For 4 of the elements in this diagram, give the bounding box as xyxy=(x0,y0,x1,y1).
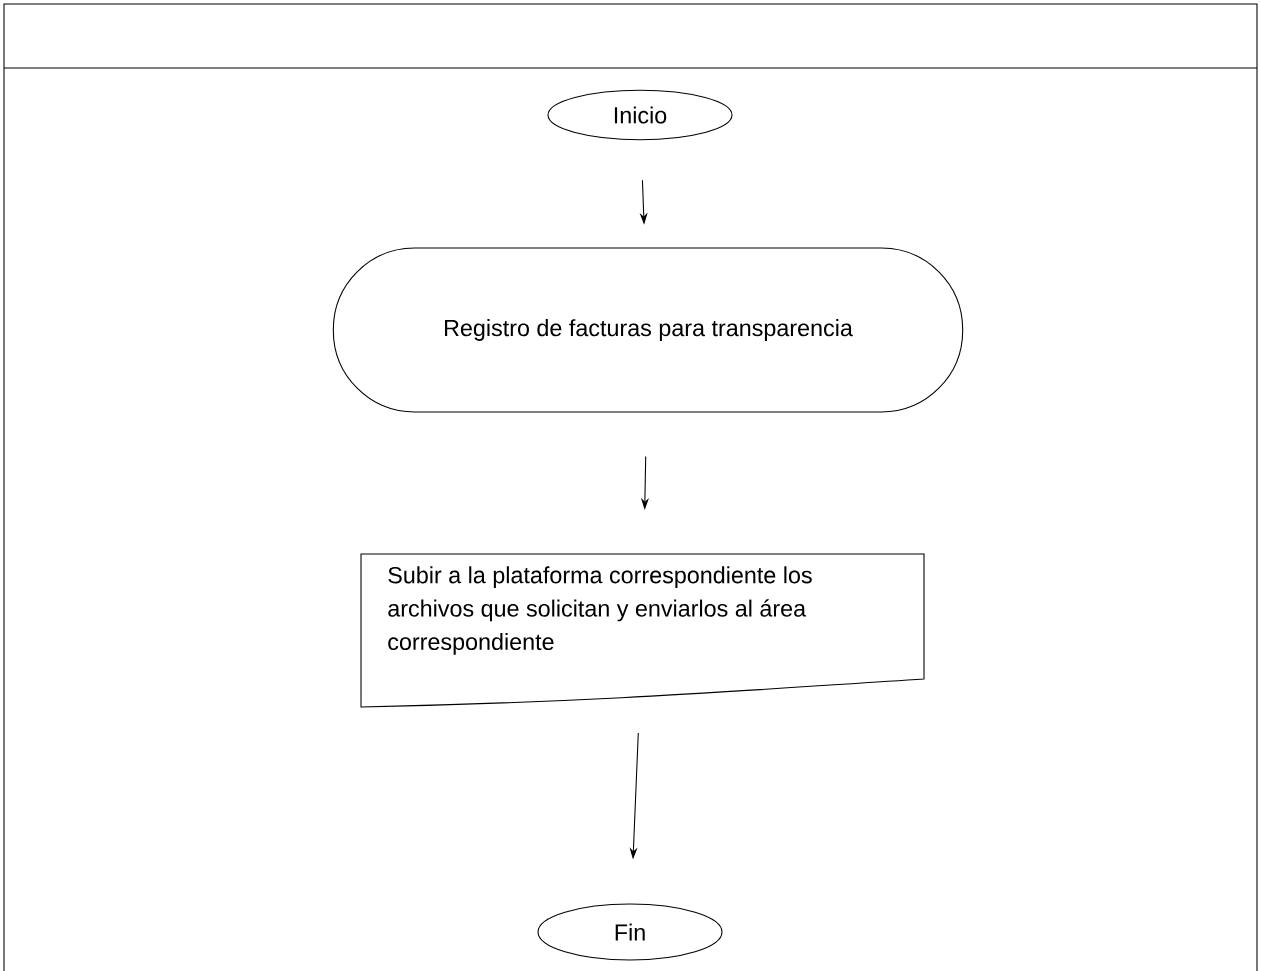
process-box: Registro de facturas para transparencia xyxy=(332,247,964,413)
terminal-oval: Fin xyxy=(537,903,723,961)
document-box: Subir a la plataforma correspondiente los archivos que solicitan y enviarlos al área correspondiente xyxy=(360,553,925,708)
terminal-oval: Inicio xyxy=(547,89,733,141)
